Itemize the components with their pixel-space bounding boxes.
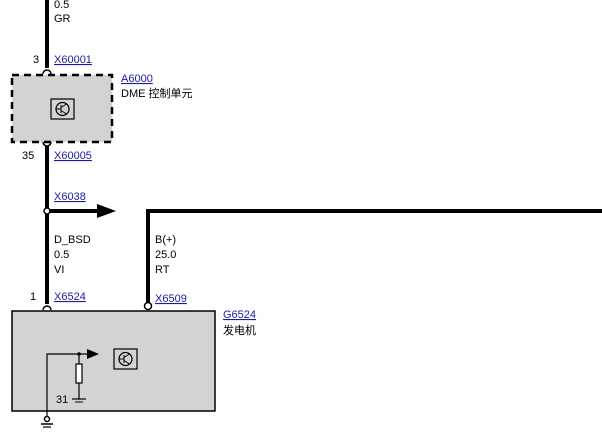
wire-right	[146, 209, 602, 306]
module-a6000-name: DME 控制单元	[121, 86, 193, 100]
module-g6524-icon-frame	[113, 348, 138, 370]
alternator-control-icon	[118, 351, 133, 367]
wire-top-color: GR	[54, 13, 71, 25]
chassis-ground-point	[43, 415, 51, 423]
module-a6000-box[interactable]	[10, 73, 114, 144]
wire-right-signal: B(+)	[155, 234, 176, 246]
control-unit-icon	[55, 101, 70, 117]
wire-left-color: VI	[54, 264, 64, 276]
connector-bottom-left-symbol	[42, 305, 52, 311]
wire-left-size: 0.5	[54, 249, 69, 261]
module-g6524-link[interactable]: G6524	[223, 309, 256, 321]
connector-top-link[interactable]: X60001	[54, 54, 92, 66]
internal-wire-left	[46, 353, 79, 419]
connector-top-symbol	[42, 69, 52, 75]
wire-top-size: 0.5	[54, 0, 69, 11]
wire-left-signal: D_BSD	[54, 234, 91, 246]
connector-bottom-left-link[interactable]: X6524	[54, 291, 86, 303]
internal-arrow-icon	[87, 349, 99, 359]
internal-ground-icon	[72, 398, 86, 403]
wire-right-color: RT	[155, 264, 170, 276]
splice-arrow-icon	[97, 204, 116, 218]
connector-bottom-right-link[interactable]: X6509	[155, 293, 187, 305]
module-a6000-link[interactable]: A6000	[121, 73, 153, 85]
chassis-ground-icon	[41, 423, 53, 428]
module-a6000-icon-frame	[50, 98, 75, 120]
splice-point	[43, 207, 51, 215]
connector-top-pin: 3	[33, 54, 39, 66]
ground-pin-label: 31	[56, 394, 68, 406]
connector-mid-link[interactable]: X60005	[54, 150, 92, 162]
wire-right-size: 25.0	[155, 249, 176, 261]
splice-link[interactable]: X6038	[54, 191, 86, 203]
connector-bottom-right-symbol	[143, 301, 153, 311]
module-g6524-name: 发电机	[223, 323, 256, 337]
connector-mid-pin: 35	[22, 150, 34, 162]
resistor-icon	[75, 363, 83, 384]
connector-bottom-left-pin: 1	[30, 291, 36, 303]
